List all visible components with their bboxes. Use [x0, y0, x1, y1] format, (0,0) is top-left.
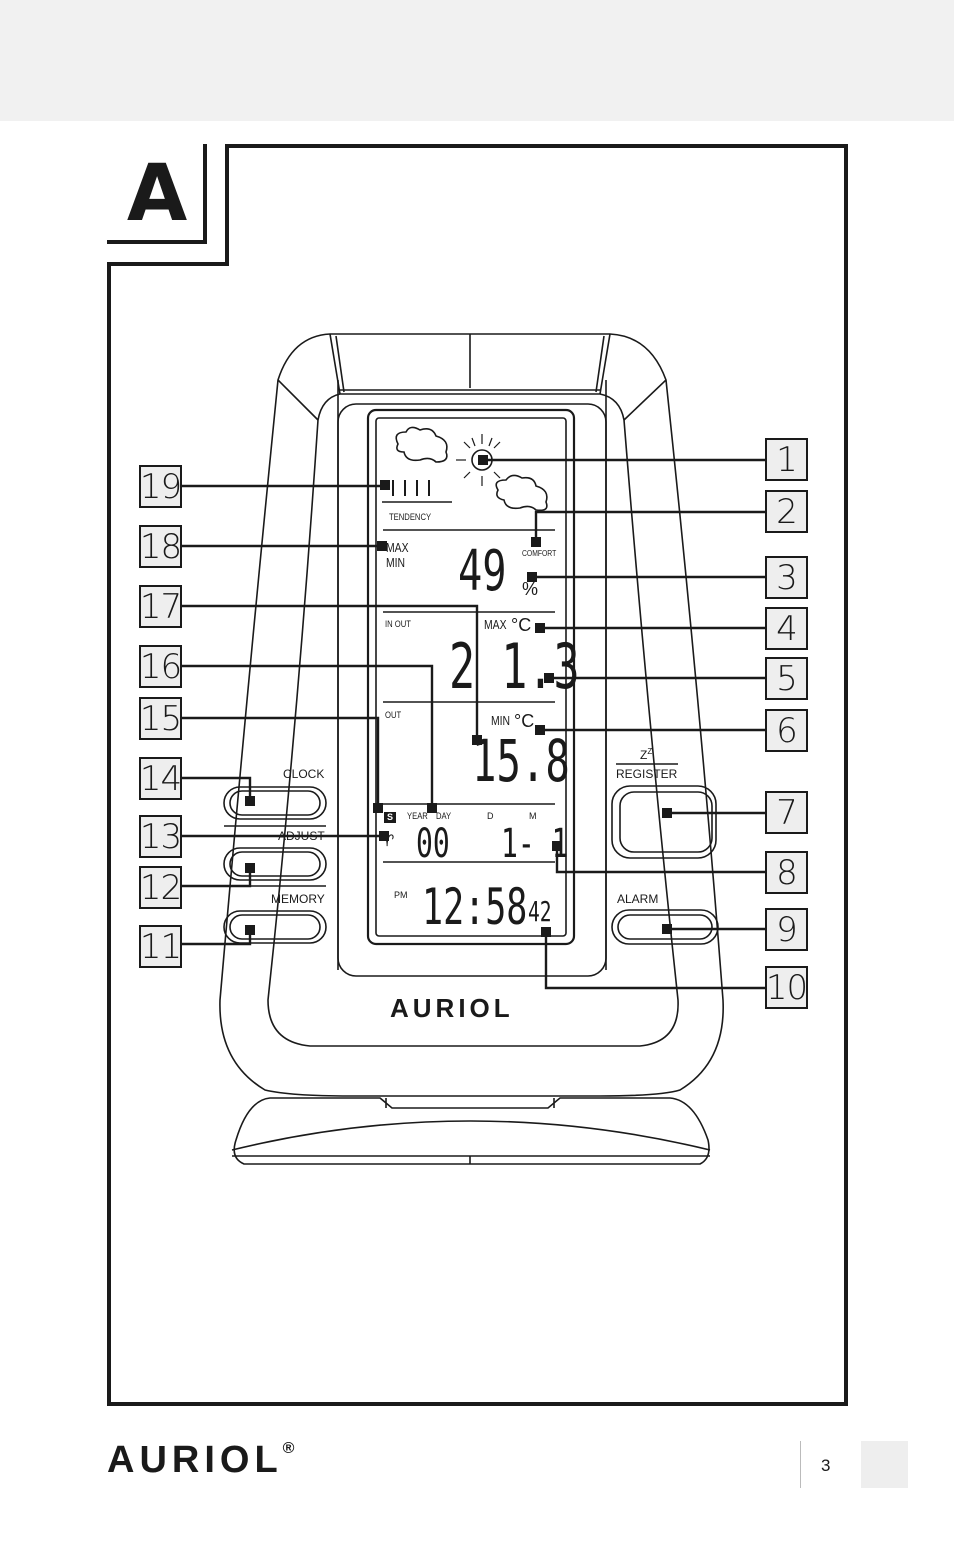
min-label: MIN [386, 555, 406, 570]
clock-button-label: CLOCK [283, 767, 325, 781]
footer-tab [861, 1441, 908, 1488]
max-label: MAX [386, 540, 409, 555]
year-value: 00 [416, 821, 450, 867]
date-value: 1- 1 [501, 821, 569, 867]
humidity-value: 49 [458, 539, 507, 604]
figure-label: A [126, 149, 188, 239]
callout-10: 10 [765, 966, 808, 1009]
page-number: 3 [821, 1456, 831, 1475]
max-temp-label: MAX [484, 617, 507, 632]
callout-8: 8 [765, 851, 808, 894]
adjust-button-label: ADJUST [278, 829, 325, 843]
callout-4: 4 [765, 607, 808, 650]
registered-mark: ® [282, 1440, 295, 1457]
register-button-label: REGISTER [616, 767, 678, 781]
tendency-bar [404, 480, 406, 496]
celsius-unit-indoor: °C [511, 615, 532, 635]
callout-13: 13 [139, 815, 182, 858]
callout-1: 1 [765, 438, 808, 481]
callout-7: 7 [765, 791, 808, 834]
comfort-label: COMFORT [522, 549, 557, 558]
callout-14: 14 [139, 757, 182, 800]
m-label: M [529, 811, 537, 821]
indoor-temperature: 2 1.3 [449, 630, 580, 703]
callout-5: 5 [765, 657, 808, 700]
callout-2: 2 [765, 490, 808, 533]
figure-label-corner [107, 144, 229, 266]
figure-label-box [107, 144, 207, 244]
d-label: D [487, 811, 494, 821]
radio-signal-icon: ♈ [380, 831, 395, 850]
callout-19: 19 [139, 465, 182, 508]
out-label: OUT [385, 710, 402, 720]
footer-divider [800, 1441, 801, 1488]
callout-17: 17 [139, 585, 182, 628]
s-badge: S [384, 812, 396, 823]
snooze-zz-label: ZZ [640, 747, 653, 762]
outdoor-temperature: 15.8 [472, 727, 570, 795]
callout-6: 6 [765, 709, 808, 752]
callout-16: 16 [139, 645, 182, 688]
tendency-bar [428, 480, 430, 496]
in-out-label: IN OUT [385, 619, 411, 629]
day-label: DAY [436, 811, 452, 821]
snooze-z: Z [640, 748, 648, 762]
tendency-bar [392, 480, 394, 496]
alarm-button-label: ALARM [617, 892, 659, 906]
top-band [0, 0, 954, 121]
clock-time: 12:58 [422, 878, 528, 936]
callout-18: 18 [139, 525, 182, 568]
footer-brand-logo: AURIOL® [107, 1441, 294, 1481]
celsius-unit-outdoor: °C [514, 711, 535, 731]
footer-brand-text: AURIOL [107, 1439, 283, 1481]
callout-15: 15 [139, 697, 182, 740]
clock-seconds: 42 [528, 895, 552, 928]
percent-sign: % [522, 579, 539, 599]
pm-label: PM [394, 890, 408, 900]
memory-button-label: MEMORY [271, 892, 325, 906]
device-brand-logo: AURIOL [390, 993, 514, 1023]
min-temp-label: MIN [491, 713, 511, 728]
snooze-z-sup: Z [647, 747, 653, 756]
tendency-bars [392, 480, 442, 498]
callout-11: 11 [139, 925, 182, 968]
year-label: YEAR [407, 811, 428, 821]
figure-frame [107, 144, 848, 1406]
callout-3: 3 [765, 556, 808, 599]
callout-12: 12 [139, 866, 182, 909]
tendency-label: TENDENCY [389, 512, 432, 522]
callout-9: 9 [765, 908, 808, 951]
tendency-bar [416, 480, 418, 496]
